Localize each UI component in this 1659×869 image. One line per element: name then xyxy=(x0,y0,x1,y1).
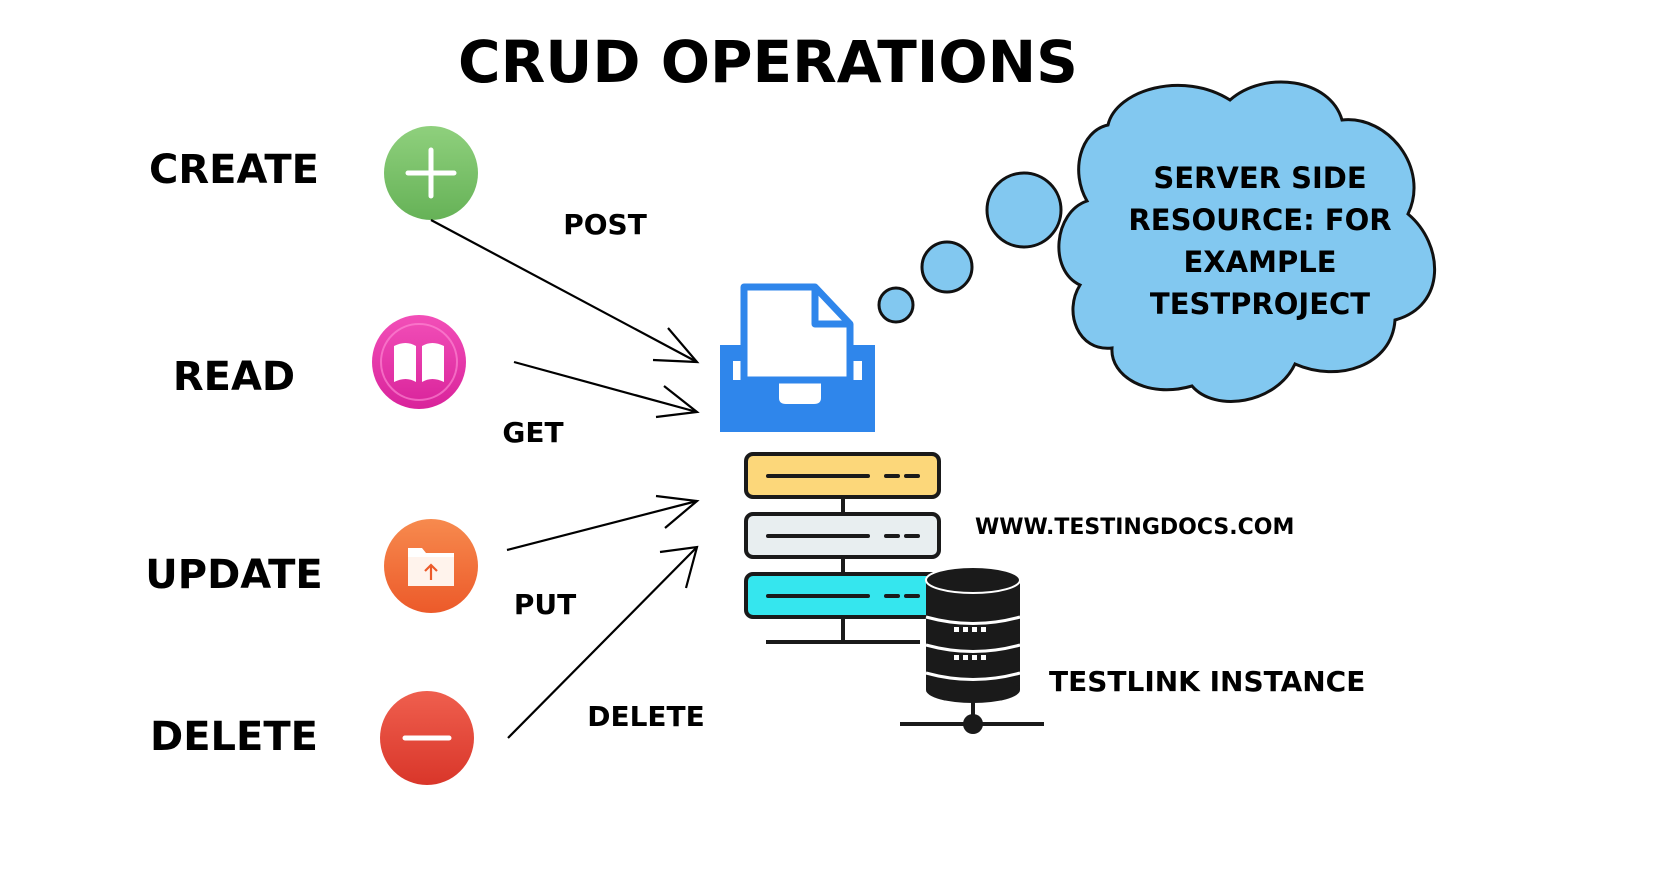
operation-label-read: READ xyxy=(173,354,295,400)
website-label: WWW.TESTINGDOCS.COM xyxy=(975,515,1294,540)
page-title: CRUD OPERATIONS xyxy=(458,28,1078,96)
arrow-put xyxy=(506,494,700,552)
inbox-document-icon xyxy=(720,283,875,432)
plus-icon xyxy=(384,126,478,220)
instance-label: TESTLINK INSTANCE xyxy=(1049,665,1365,698)
method-label-post: POST xyxy=(563,208,647,241)
arrow-get xyxy=(513,360,700,419)
server-resource-cloud: SERVER SIDE RESOURCE: FOR EXAMPLE TESTPR… xyxy=(1057,80,1437,403)
operation-label-update: UPDATE xyxy=(145,552,322,598)
cloud-line-4: TESTPROJECT xyxy=(1150,287,1370,321)
arrow-post xyxy=(430,219,700,364)
operation-label-delete: DELETE xyxy=(150,714,318,760)
method-label-delete: DELETE xyxy=(587,700,705,733)
thought-bubble xyxy=(877,171,1063,324)
folder-upload-icon xyxy=(384,519,478,613)
server-rack-icon xyxy=(744,452,941,644)
cloud-line-1: SERVER SIDE xyxy=(1153,161,1366,195)
method-label-get: GET xyxy=(502,416,563,449)
book-icon xyxy=(372,315,466,409)
database-icon xyxy=(900,566,1044,734)
arrow-delete xyxy=(507,545,699,739)
minus-icon xyxy=(380,691,474,785)
method-label-put: PUT xyxy=(514,588,576,621)
cloud-line-3: EXAMPLE xyxy=(1183,245,1336,279)
cloud-line-2: RESOURCE: FOR xyxy=(1128,203,1391,237)
operation-label-create: CREATE xyxy=(149,147,319,193)
